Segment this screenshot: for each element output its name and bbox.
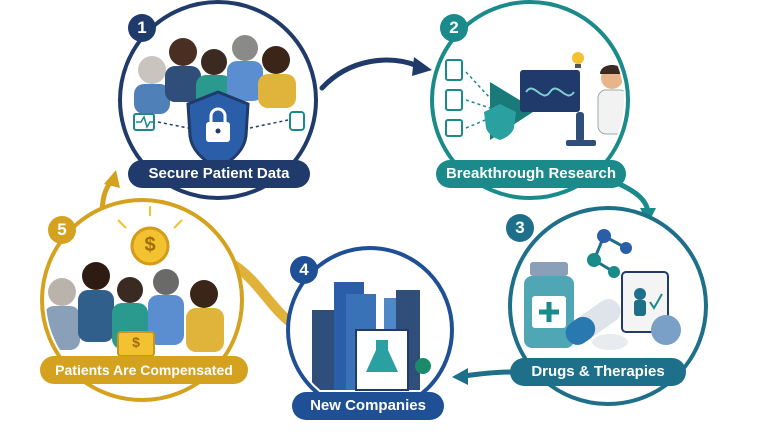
step-1-number-badge: 1 <box>128 14 156 42</box>
step-4-node <box>286 246 454 414</box>
step-3-label: Drugs & Therapies <box>510 358 686 386</box>
medicine-bottle-icon <box>524 262 574 348</box>
microscope-icon <box>566 112 596 146</box>
smartwatch-icon <box>289 111 305 131</box>
step-2-number-badge: 2 <box>440 14 468 42</box>
step-1-node <box>118 0 318 200</box>
coin-symbol: $ <box>144 234 156 256</box>
step-3-number-badge: 3 <box>506 214 534 242</box>
step-5-number-badge: 5 <box>48 216 76 244</box>
molecule-icon <box>587 229 632 278</box>
step-2-node <box>430 0 630 200</box>
card-symbol: $ <box>132 334 140 350</box>
arrow-3-to-4-head <box>452 368 468 385</box>
arrow-1-to-2-head <box>412 57 432 76</box>
arrow-5-to-1-head <box>104 170 120 188</box>
shield-check-icon <box>484 104 516 140</box>
data-documents-icons <box>445 59 463 137</box>
flask-icon <box>366 340 398 372</box>
step-5-label: Patients Are Compensated <box>40 356 248 384</box>
step-4-number-badge: 4 <box>290 256 318 284</box>
step-1-label: Secure Patient Data <box>128 160 310 188</box>
lightbulb-icon <box>572 52 584 68</box>
step-2-label: Breakthrough Research <box>436 160 626 188</box>
arrow-1-to-2 <box>319 57 421 91</box>
compensated-patients-illustration <box>46 262 224 357</box>
heart-monitor-icon <box>133 113 155 131</box>
clipboard-icon <box>621 271 669 333</box>
capsule-icon <box>565 299 621 345</box>
pill-disc-icon <box>651 315 681 345</box>
step-3-node <box>508 206 708 406</box>
city-buildings-illustration <box>312 282 431 391</box>
patients-group-illustration <box>133 35 305 170</box>
step-5-node <box>40 198 244 402</box>
step-4-label: New Companies <box>292 392 444 420</box>
arrow-3-to-4 <box>461 369 515 379</box>
coin-icon <box>117 206 183 266</box>
